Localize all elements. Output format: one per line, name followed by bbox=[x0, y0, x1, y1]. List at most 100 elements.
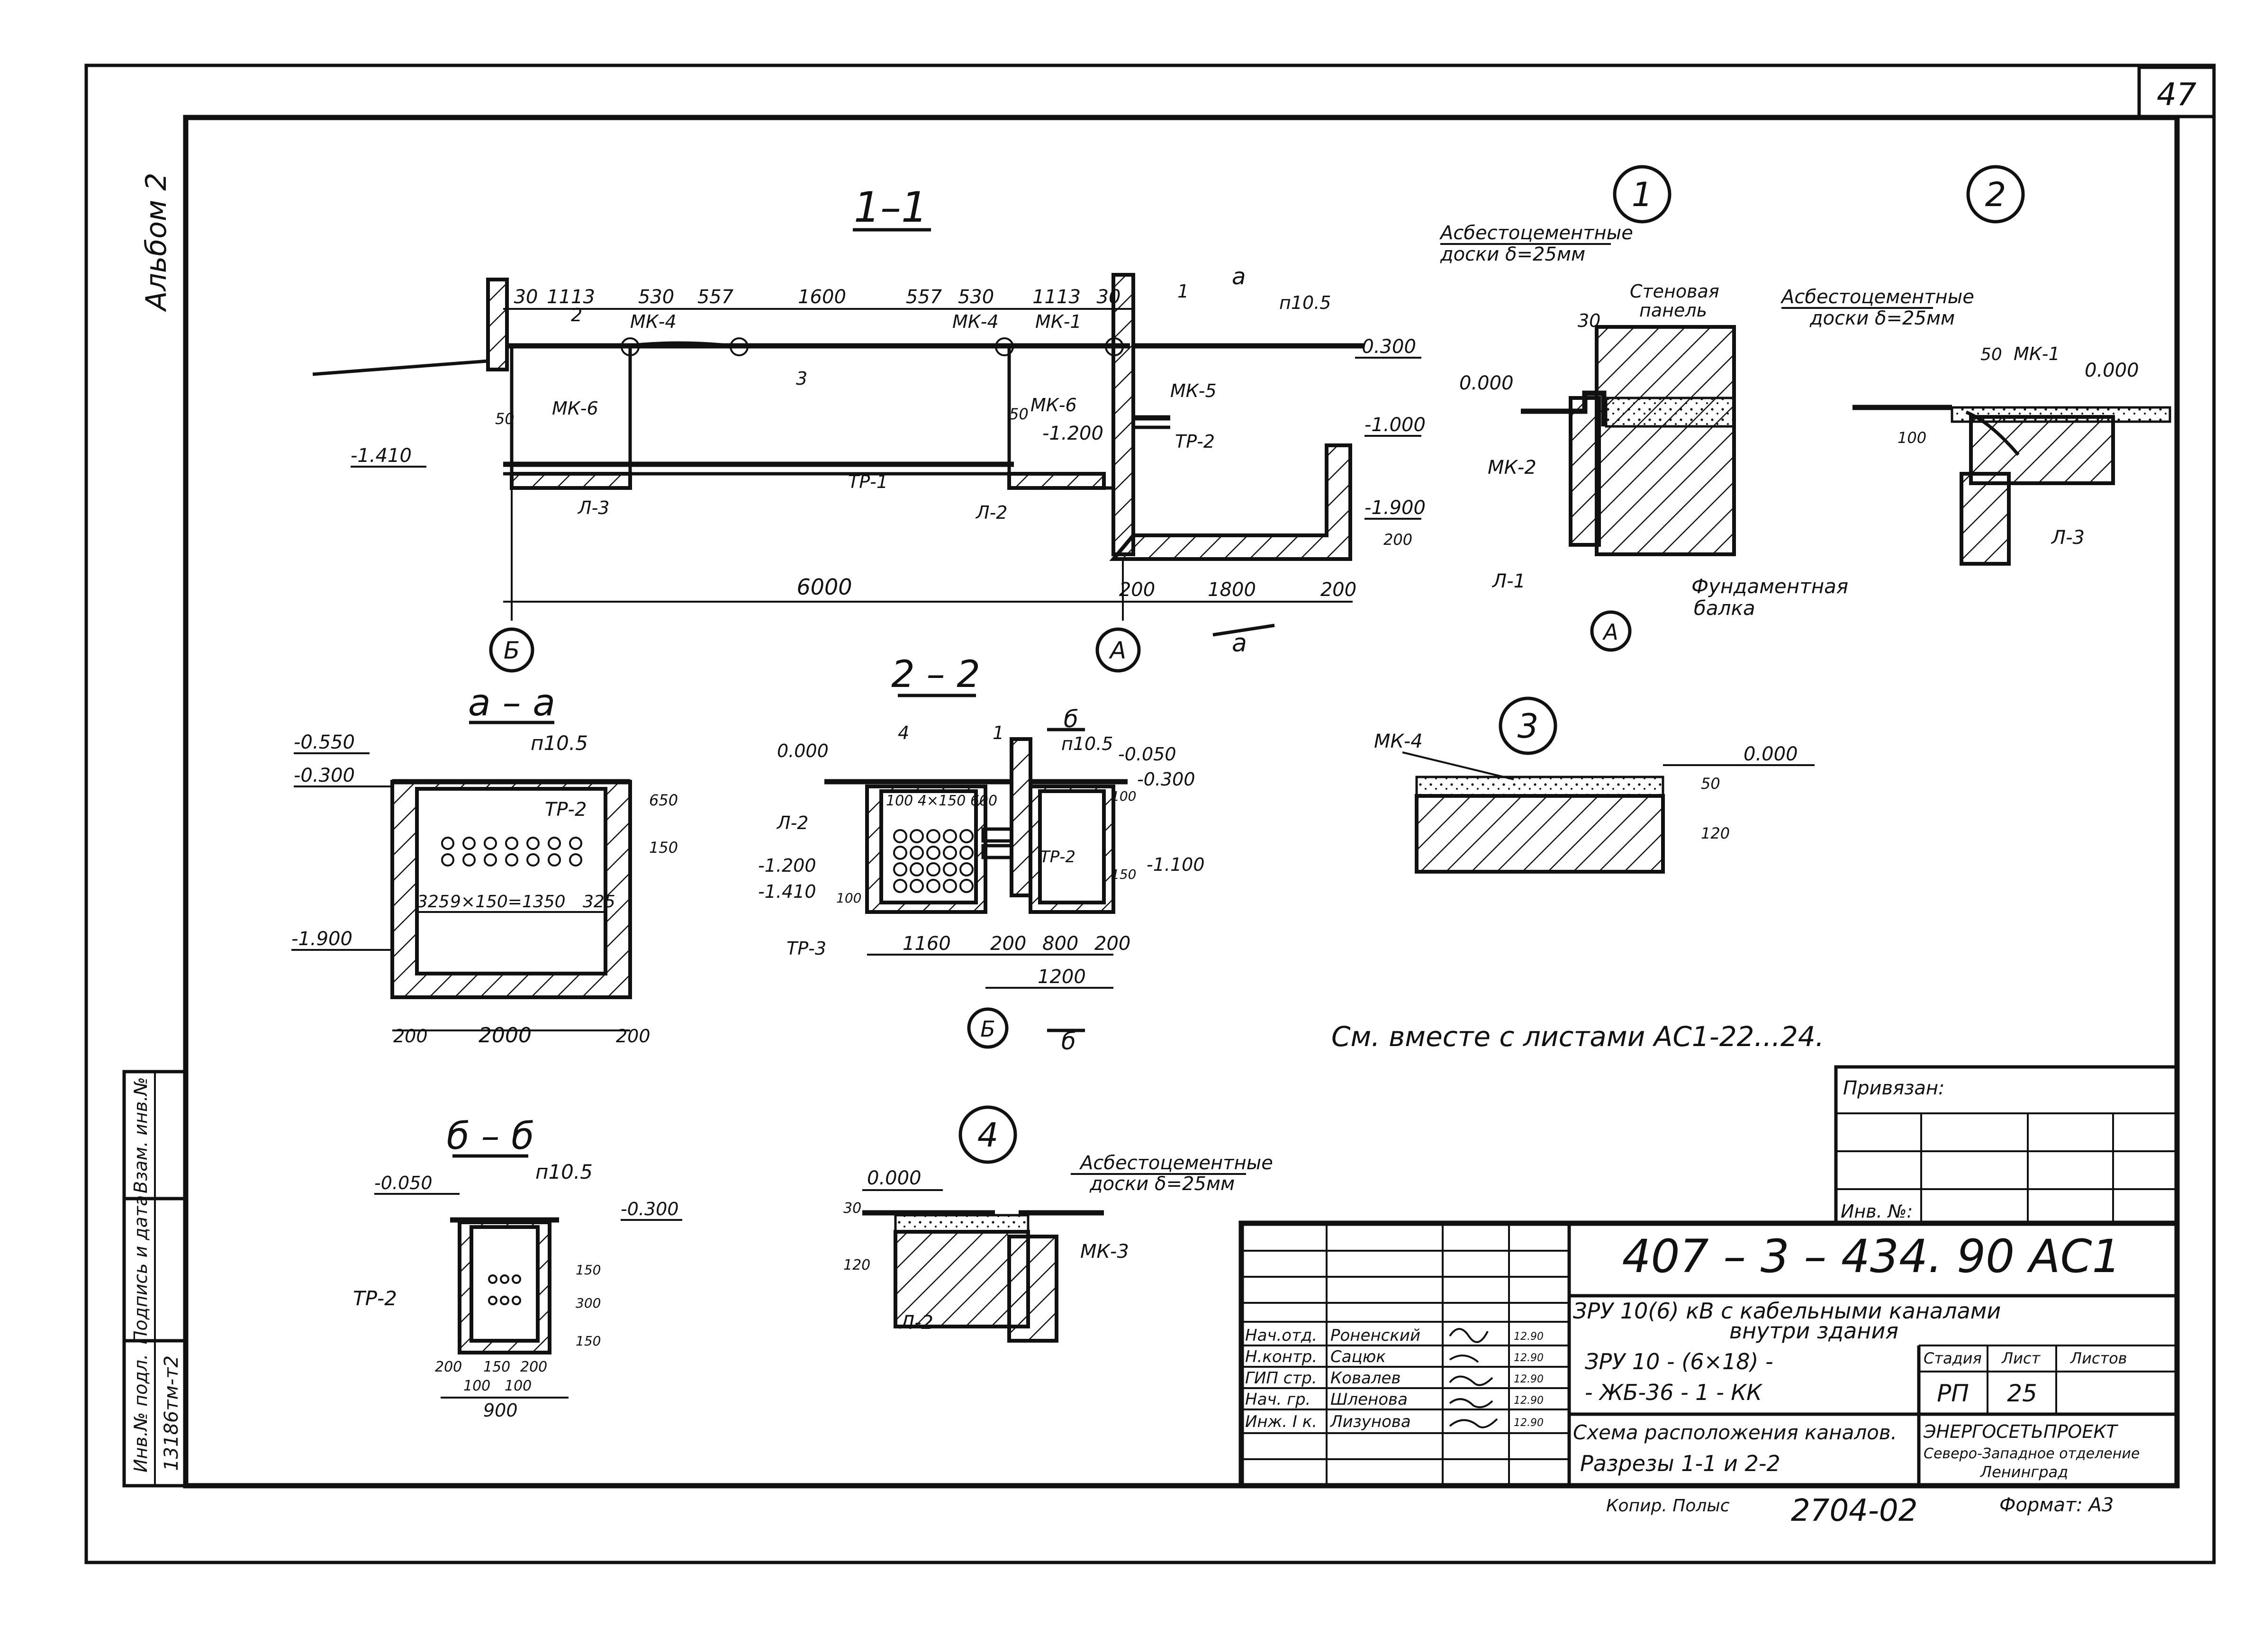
s22-d100b: 100 bbox=[836, 890, 861, 906]
aa-dim-2000: 2000 bbox=[479, 1023, 532, 1047]
aa-dim-200b: 200 bbox=[616, 1026, 651, 1047]
dim-bottom-200a: 200 bbox=[1119, 579, 1155, 601]
n2-lvl: 0.000 bbox=[2085, 360, 2139, 381]
aa-tr2: ТР-2 bbox=[545, 799, 587, 821]
date-5: 12.90 bbox=[1514, 1417, 1544, 1429]
stage-value: РП bbox=[1937, 1380, 1969, 1407]
dim-top-3: 530 bbox=[638, 286, 674, 308]
name-2: Сацюк bbox=[1330, 1347, 1386, 1366]
node-3-title: 3 bbox=[1518, 707, 1539, 746]
s22-lvl-1100: -1.100 bbox=[1147, 854, 1205, 875]
drawing-title-2: Разрезы 1-1 и 2-2 bbox=[1580, 1451, 1780, 1476]
lbl-1: 1 bbox=[1177, 281, 1189, 302]
aa-dim-325a: 325 bbox=[417, 892, 450, 912]
s22-dim-200b: 200 bbox=[1094, 933, 1130, 955]
aa-dim-325b: 325 bbox=[583, 892, 615, 912]
n2-d50: 50 bbox=[1980, 345, 2002, 364]
section-a-a: а – а п10.5 ТР-2 -0.550 -0.300 -1.900 32… bbox=[291, 682, 678, 1047]
role-5: Инж. I к. bbox=[1245, 1412, 1317, 1431]
section-2-2: 2 – 2 0.000 -0.050 -0.300 -1.200 -1.410 … bbox=[758, 653, 1205, 1055]
sheets-hdr: Листов bbox=[2070, 1349, 2127, 1367]
dim-top-9: 30 bbox=[1097, 286, 1121, 308]
s22-dim-1200: 1200 bbox=[1038, 966, 1086, 988]
date-1: 12.90 bbox=[1514, 1331, 1544, 1343]
name-3: Ковалев bbox=[1330, 1369, 1401, 1388]
drawing-number: 2704-02 bbox=[1791, 1493, 1917, 1528]
bb-d150a: 150 bbox=[576, 1262, 601, 1278]
n2-l3: Л-3 bbox=[2051, 527, 2085, 549]
format: Формат: А3 bbox=[1999, 1494, 2114, 1516]
s22-lvl-0050: -0.050 bbox=[1118, 744, 1176, 765]
bb-lvl-0050: -0.050 bbox=[374, 1173, 433, 1193]
s22-n4: 4 bbox=[898, 722, 909, 743]
s22-dim-1160: 1160 bbox=[903, 933, 951, 955]
org-2: Северо-Западное отделение bbox=[1924, 1445, 2140, 1462]
n2-asb2: доски δ=25мм bbox=[1809, 307, 1955, 329]
lbl-200: 200 bbox=[1383, 531, 1412, 549]
bb-dim-200a: 200 bbox=[435, 1359, 462, 1375]
aa-lvl-0550: -0.550 bbox=[294, 731, 355, 753]
drawing-title-1: Схема расположения каналов. bbox=[1573, 1421, 1897, 1444]
lvl-1900: -1.900 bbox=[1364, 497, 1426, 519]
n4-d30: 30 bbox=[843, 1200, 861, 1217]
lbl-mk4a: МК-4 bbox=[630, 311, 677, 332]
bb-dim-100a: 100 bbox=[463, 1378, 490, 1394]
inv-value: 13186тм-т2 bbox=[161, 1355, 182, 1471]
album-label: Альбом 2 bbox=[140, 173, 173, 313]
s22-p105: п10.5 bbox=[1061, 733, 1113, 754]
lvl-1410: -1.410 bbox=[351, 445, 412, 467]
n3-lvl: 0.000 bbox=[1744, 743, 1798, 765]
sheet-value: 25 bbox=[2007, 1380, 2037, 1407]
org-1: ЭНЕРГОСЕТЬПРОЕКТ bbox=[1923, 1421, 2118, 1442]
sheet-frame: 47 Альбом 2 bbox=[84, 63, 2216, 1564]
lvl-1200: -1.200 bbox=[1042, 423, 1103, 444]
n4-asb2: доски δ=25мм bbox=[1089, 1173, 1235, 1195]
stage-hdr: Стадия bbox=[1924, 1349, 1982, 1367]
stamp-privyazan: Привязан: bbox=[1843, 1077, 1945, 1099]
node-2-title: 2 bbox=[1985, 175, 2006, 214]
axis-a-bubble bbox=[1095, 627, 1141, 673]
object-1: ЗРУ 10 - (6×18) - bbox=[1585, 1349, 1773, 1374]
inv-podl-label: Инв.№ подл. bbox=[130, 1354, 151, 1472]
lvl-1000: -1.000 bbox=[1364, 414, 1426, 436]
s22-lvl-1200: -1.200 bbox=[758, 855, 816, 876]
node-2: 2 Асбестоцементные доски δ=25мм 50 МК-1 … bbox=[1780, 165, 2171, 566]
n2-asb1: Асбестоцементные bbox=[1780, 286, 1974, 308]
aa-d650: 650 bbox=[649, 791, 678, 809]
page-number: 47 bbox=[2157, 76, 2196, 113]
lbl-mk4b: МК-4 bbox=[952, 311, 999, 332]
n1-d30: 30 bbox=[1578, 310, 1600, 331]
sheet-note: См. вместе с листами АС1-22...24. bbox=[1331, 1020, 1824, 1053]
date-2: 12.90 bbox=[1514, 1352, 1544, 1364]
lvl-0300: -0.300 bbox=[1355, 336, 1416, 358]
s22-lvl-0300: -0.300 bbox=[1137, 769, 1195, 790]
lbl-a-top: а bbox=[1232, 263, 1246, 290]
dim-top-5: 1600 bbox=[798, 286, 846, 308]
bb-p105: п10.5 bbox=[535, 1160, 593, 1183]
axis-b: Б bbox=[504, 637, 520, 664]
s22-dim-200a: 200 bbox=[990, 933, 1026, 955]
s22-n1: 1 bbox=[993, 722, 1004, 743]
s22-axis: Б bbox=[980, 1016, 995, 1042]
bb-d300: 300 bbox=[576, 1295, 601, 1311]
n4-asb1: Асбестоцементные bbox=[1079, 1152, 1273, 1174]
s22-lvl-1410: -1.410 bbox=[758, 881, 816, 902]
s22-cut-bottom: б bbox=[1061, 1028, 1076, 1055]
title-block: Привязан: Инв. №: Нач.отд. Н.контр. ГИП … bbox=[1238, 1065, 2180, 1528]
lbl-mk6b: МК-6 bbox=[1030, 395, 1077, 415]
lbl-l2: Л-2 bbox=[975, 502, 1007, 523]
n1-wall2: панель bbox=[1639, 300, 1707, 321]
signature-date-label: Подпись и дата bbox=[130, 1195, 151, 1345]
bb-dim-100b: 100 bbox=[505, 1378, 532, 1394]
section-aa-title: а – а bbox=[468, 682, 555, 724]
aa-dim-1350: 9×150=1350 bbox=[450, 892, 566, 912]
s22-tr2: ТР-2 bbox=[1040, 848, 1075, 867]
name-4: Шленова bbox=[1330, 1390, 1408, 1409]
n4-l2: Л-2 bbox=[899, 1312, 933, 1334]
s22-cables bbox=[893, 829, 974, 893]
date-4: 12.90 bbox=[1514, 1395, 1544, 1407]
name-1: Роненский bbox=[1330, 1326, 1420, 1345]
bb-dim-900: 900 bbox=[483, 1400, 518, 1421]
name-5: Лизунова bbox=[1329, 1412, 1411, 1431]
